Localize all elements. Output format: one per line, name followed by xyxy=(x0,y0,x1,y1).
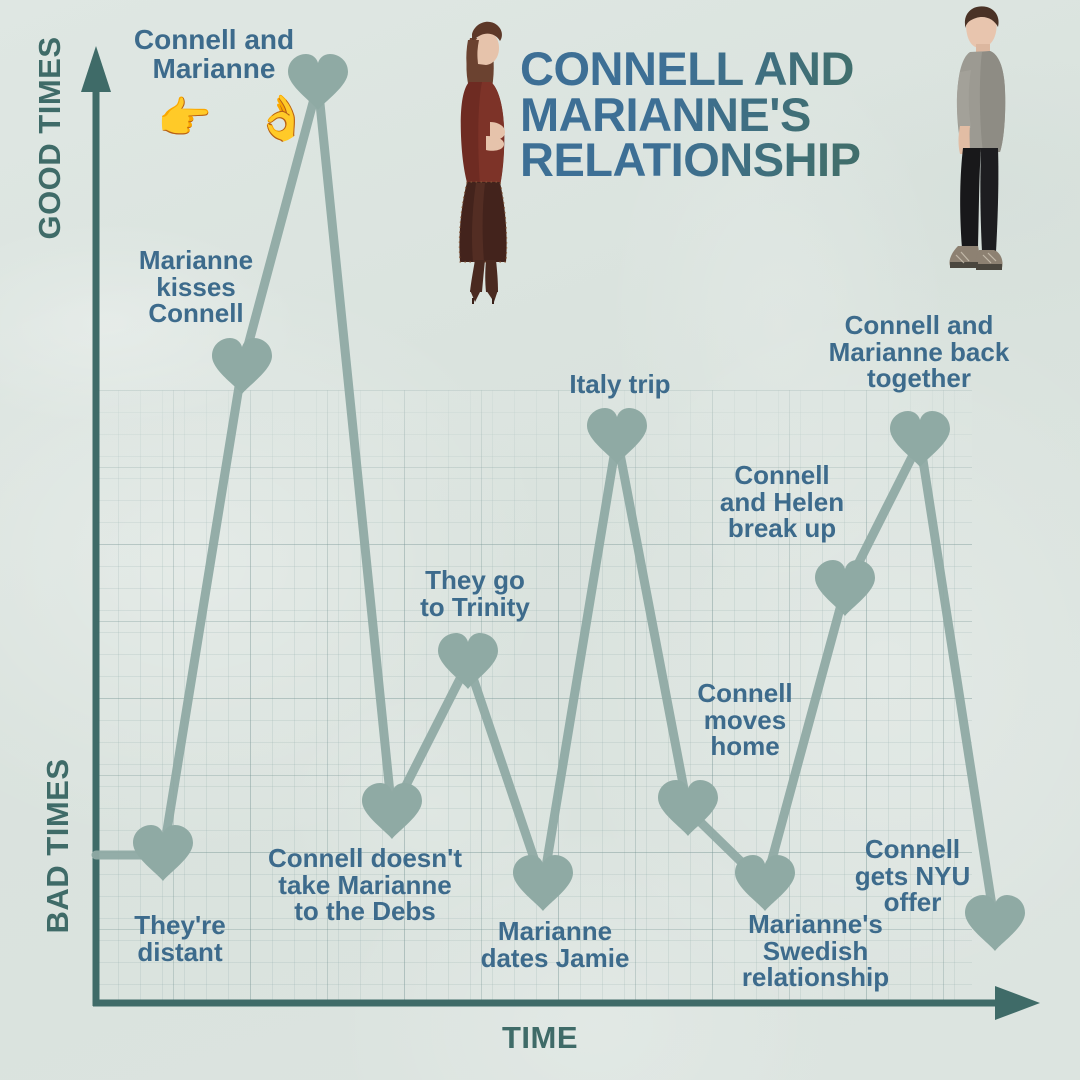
heart-marker xyxy=(735,855,795,911)
page-title: Connell and Marianne's Relationship xyxy=(520,45,940,183)
event-label-trinity: They go to Trinity xyxy=(420,565,530,622)
x-axis-label: TIME xyxy=(501,1020,579,1055)
heart-marker xyxy=(890,411,950,467)
y-axis xyxy=(81,46,111,1006)
event-label-italy-trip: Italy trip xyxy=(569,369,671,399)
marianne-photo xyxy=(458,21,508,304)
hand-emoji-row: 👉 👌 xyxy=(157,93,323,144)
event-label-marianne-kisses-connell: Marianne kisses Connell xyxy=(138,245,254,329)
event-label-connell-and-marianne: Connell and Marianne xyxy=(133,24,295,84)
event-label-marianne-swedish-relationship: Marianne's Swedish relationship xyxy=(741,909,890,993)
event-label-theyre-distant: They're distant xyxy=(134,910,226,967)
y-axis-bottom-label: BAD TIMES xyxy=(40,758,75,934)
connell-photo xyxy=(949,6,1006,270)
event-label-connell-gets-nyu-offer: Connell gets NYU offer xyxy=(854,834,971,918)
event-label-back-together: Connell and Marianne back together xyxy=(828,310,1010,394)
event-label-marianne-dates-jamie: Marianne dates Jamie xyxy=(480,916,630,973)
heart-marker xyxy=(815,560,875,616)
event-label-connell-moves-home: Connell moves home xyxy=(697,678,793,762)
heart-marker xyxy=(587,408,647,464)
heart-marker xyxy=(212,338,272,394)
event-label-connell-helen-break-up: Connell and Helen break up xyxy=(719,460,845,544)
x-axis xyxy=(93,986,1040,1020)
heart-marker xyxy=(438,633,498,689)
event-label-debs: Connell doesn't take Marianne to the Deb… xyxy=(268,843,462,927)
y-axis-top-label: GOOD TIMES xyxy=(32,36,67,240)
